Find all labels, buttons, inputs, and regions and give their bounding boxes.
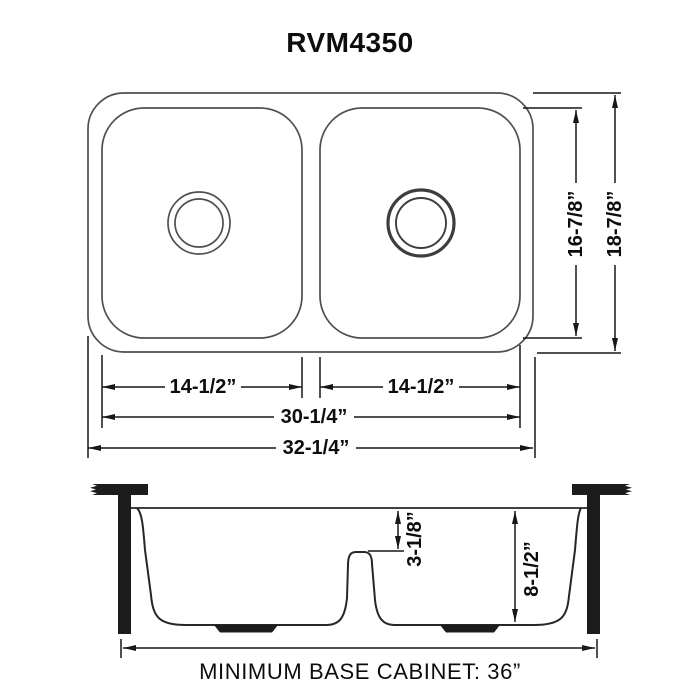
dim-bowl-depth: 8-1/2” (512, 511, 543, 622)
cabinet-note: MINIMUM BASE CABINET: 36” (199, 659, 521, 684)
plan-view (87, 92, 534, 353)
cabinet-wall-left (118, 495, 131, 634)
dim-label-bowl-depth: 8-1/2” (521, 541, 543, 597)
dim-label-overall-width: 32-1/4” (283, 437, 350, 459)
right-drain-icon (386, 188, 456, 258)
left-drain-side-icon (214, 625, 278, 633)
dim-label-left-bowl-width: 14-1/2” (170, 376, 237, 398)
dim-divider-depth: 3-1/8” (368, 511, 426, 567)
plan-right-bowl (319, 107, 521, 339)
side-view: 3-1/8” 8-1/2” MINIMUM BASE CABINET: 36” (90, 484, 632, 684)
left-drain-icon (167, 191, 231, 255)
model-number: RVM4350 (286, 27, 414, 58)
dim-base-cabinet: MINIMUM BASE CABINET: 36” (120, 639, 598, 684)
cabinet-wall-right (587, 495, 600, 634)
dim-overall-front-to-back: 18-7/8” (533, 92, 626, 354)
dim-label-bowl-front-to-back: 16-7/8” (565, 191, 587, 258)
dim-overall-width: 32-1/4” (88, 437, 533, 459)
dim-bowl-front-to-back: 16-7/8” (523, 107, 587, 339)
plan-left-bowl (101, 107, 303, 339)
dim-right-bowl-width: 14-1/2” (320, 376, 520, 398)
dim-left-bowl-width: 14-1/2” (102, 376, 302, 398)
right-drain-side-icon (440, 625, 500, 633)
plan-sink-outline (87, 92, 534, 353)
dim-inner-width: 30-1/4” (102, 406, 520, 428)
dim-label-inner-width: 30-1/4” (281, 406, 348, 428)
dim-label-divider-depth: 3-1/8” (404, 511, 426, 567)
sink-profile (136, 507, 582, 626)
countertop-left (90, 484, 148, 495)
countertop-right (572, 484, 632, 495)
dim-label-overall-front-to-back: 18-7/8” (604, 191, 626, 258)
dim-label-right-bowl-width: 14-1/2” (388, 376, 455, 398)
